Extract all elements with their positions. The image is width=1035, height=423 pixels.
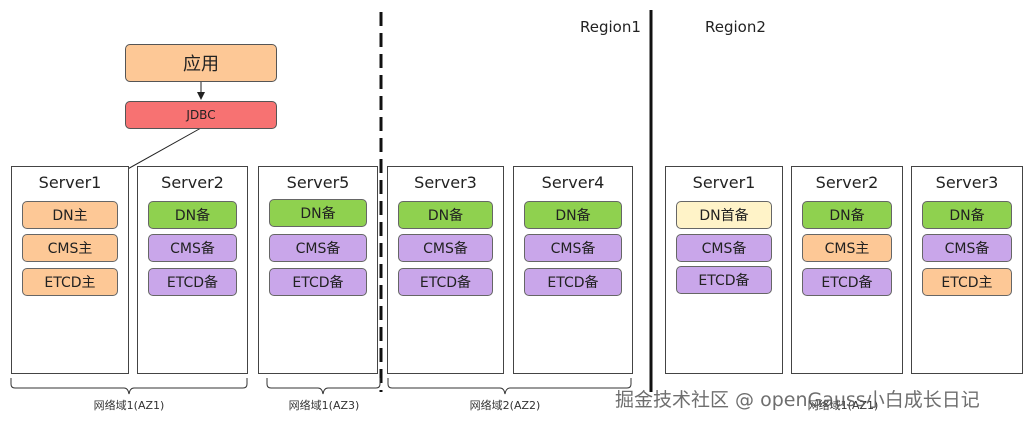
- server-title: Server2: [815, 173, 879, 192]
- component-etcd-standby: ETCD备: [676, 266, 772, 294]
- brace-az3: [266, 378, 381, 395]
- zone-label-region2-az1: 网络域1(AZ1): [807, 399, 879, 412]
- server-az3-server5: Server5 DN备 CMS备 ETCD备: [258, 166, 378, 374]
- server-az2-server3: Server3 DN备 CMS备 ETCD备: [387, 166, 504, 374]
- component-etcd-standby: ETCD备: [398, 268, 493, 296]
- jdbc-label: JDBC: [186, 108, 216, 122]
- component-cms-standby: CMS备: [148, 234, 237, 262]
- component-etcd-standby: ETCD备: [524, 268, 622, 296]
- watermark: 掘金技术社区 @ openGauss小白成长日记: [615, 389, 980, 411]
- component-cms-standby: CMS备: [398, 234, 493, 262]
- component-etcd-primary: ETCD主: [22, 268, 118, 296]
- component-dn-first-standby: DN首备: [676, 201, 772, 229]
- app-node: 应用: [125, 44, 277, 82]
- brace-az2: [387, 378, 632, 395]
- component-etcd-standby: ETCD备: [802, 268, 892, 296]
- component-cms-standby: CMS备: [269, 234, 367, 262]
- server-title: Server1: [692, 173, 756, 192]
- app-label: 应用: [183, 54, 219, 75]
- component-dn-standby: DN备: [269, 199, 367, 227]
- zone-label-az2: 网络域2(AZ2): [469, 399, 541, 412]
- region1-label: Region1: [580, 18, 641, 36]
- server-title: Server4: [541, 173, 605, 192]
- component-cms-standby: CMS备: [524, 234, 622, 262]
- server-title: Server1: [38, 173, 102, 192]
- component-dn-standby: DN备: [148, 201, 237, 229]
- component-etcd-standby: ETCD备: [269, 268, 367, 296]
- component-dn-standby: DN备: [922, 201, 1012, 229]
- component-dn-standby: DN备: [802, 201, 892, 229]
- server-region2-server1: Server1 DN首备 CMS备 ETCD备: [665, 166, 783, 374]
- server-az2-server4: Server4 DN备 CMS备 ETCD备: [513, 166, 633, 374]
- server-title: Server5: [286, 173, 350, 192]
- component-cms-primary: CMS主: [802, 234, 892, 262]
- component-dn-standby: DN备: [524, 201, 622, 229]
- region2-label: Region2: [705, 18, 766, 36]
- component-etcd-primary: ETCD主: [922, 268, 1012, 296]
- component-dn-primary: DN主: [22, 201, 118, 229]
- jdbc-node: JDBC: [125, 101, 277, 129]
- component-dn-standby: DN备: [398, 201, 493, 229]
- server-region2-server3: Server3 DN备 CMS备 ETCD主: [911, 166, 1023, 374]
- server-region2-server2: Server2 DN备 CMS主 ETCD备: [791, 166, 903, 374]
- server-az1-server1: Server1 DN主 CMS主 ETCD主: [11, 166, 129, 374]
- component-cms-standby: CMS备: [922, 234, 1012, 262]
- server-title: Server3: [414, 173, 477, 192]
- component-cms-standby: CMS备: [676, 234, 772, 262]
- server-title: Server3: [935, 173, 999, 192]
- brace-az1-left: [10, 378, 248, 395]
- server-title: Server2: [161, 173, 224, 192]
- component-etcd-standby: ETCD备: [148, 268, 237, 296]
- zone-label-az1: 网络域1(AZ1): [93, 399, 165, 412]
- component-cms-primary: CMS主: [22, 234, 118, 262]
- zone-label-az3: 网络域1(AZ3): [288, 399, 360, 412]
- server-az1-server2: Server2 DN备 CMS备 ETCD备: [137, 166, 248, 374]
